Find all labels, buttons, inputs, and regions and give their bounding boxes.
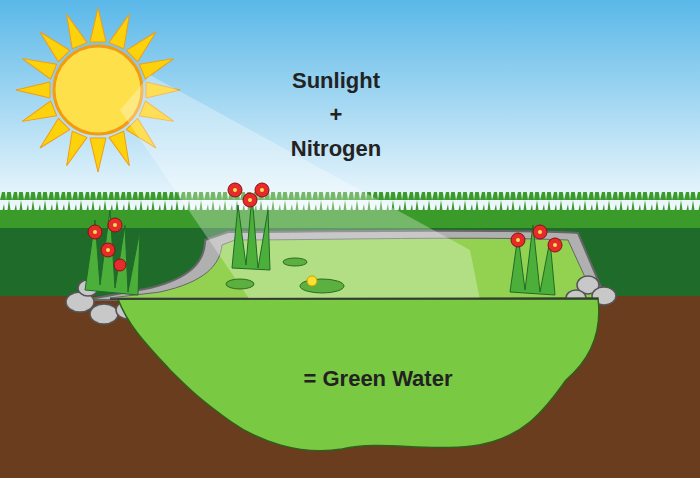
formula-text: Nitrogen: [291, 136, 381, 162]
formula-text: +: [330, 102, 343, 128]
pond-basin: = Green Water: [100, 290, 600, 460]
formula-text: Sunlight: [292, 68, 380, 94]
result-text: = Green Water: [304, 366, 453, 392]
